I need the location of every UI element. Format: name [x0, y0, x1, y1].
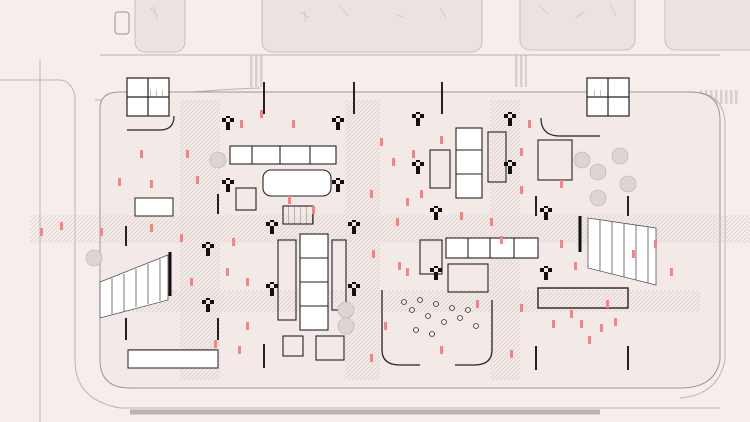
vehicle	[114, 11, 130, 35]
north-city-blocks	[134, 0, 750, 53]
south-bench	[127, 349, 219, 369]
north-trees	[149, 3, 617, 23]
bench-west	[134, 197, 174, 217]
cross-markers	[202, 112, 552, 312]
canopy-bays-east	[587, 217, 657, 286]
ramp-south	[381, 290, 420, 366]
crosswalk-north-left	[250, 55, 264, 87]
canopy-bays-west	[99, 254, 169, 319]
plaza-trees	[85, 147, 637, 335]
crosswalk-north-right	[513, 55, 527, 87]
pavilion-east-tower	[429, 127, 573, 199]
pavilion-northwest	[126, 77, 175, 131]
pavilion-upper-center	[229, 145, 337, 225]
seated-group	[401, 297, 479, 337]
ramp-south-right	[455, 300, 493, 366]
pavilion-northeast	[540, 77, 630, 137]
light-poles	[125, 82, 629, 370]
pedestrian-figures	[40, 110, 673, 362]
pavilion-center	[277, 233, 347, 361]
pavilion-lower-right	[419, 237, 629, 309]
